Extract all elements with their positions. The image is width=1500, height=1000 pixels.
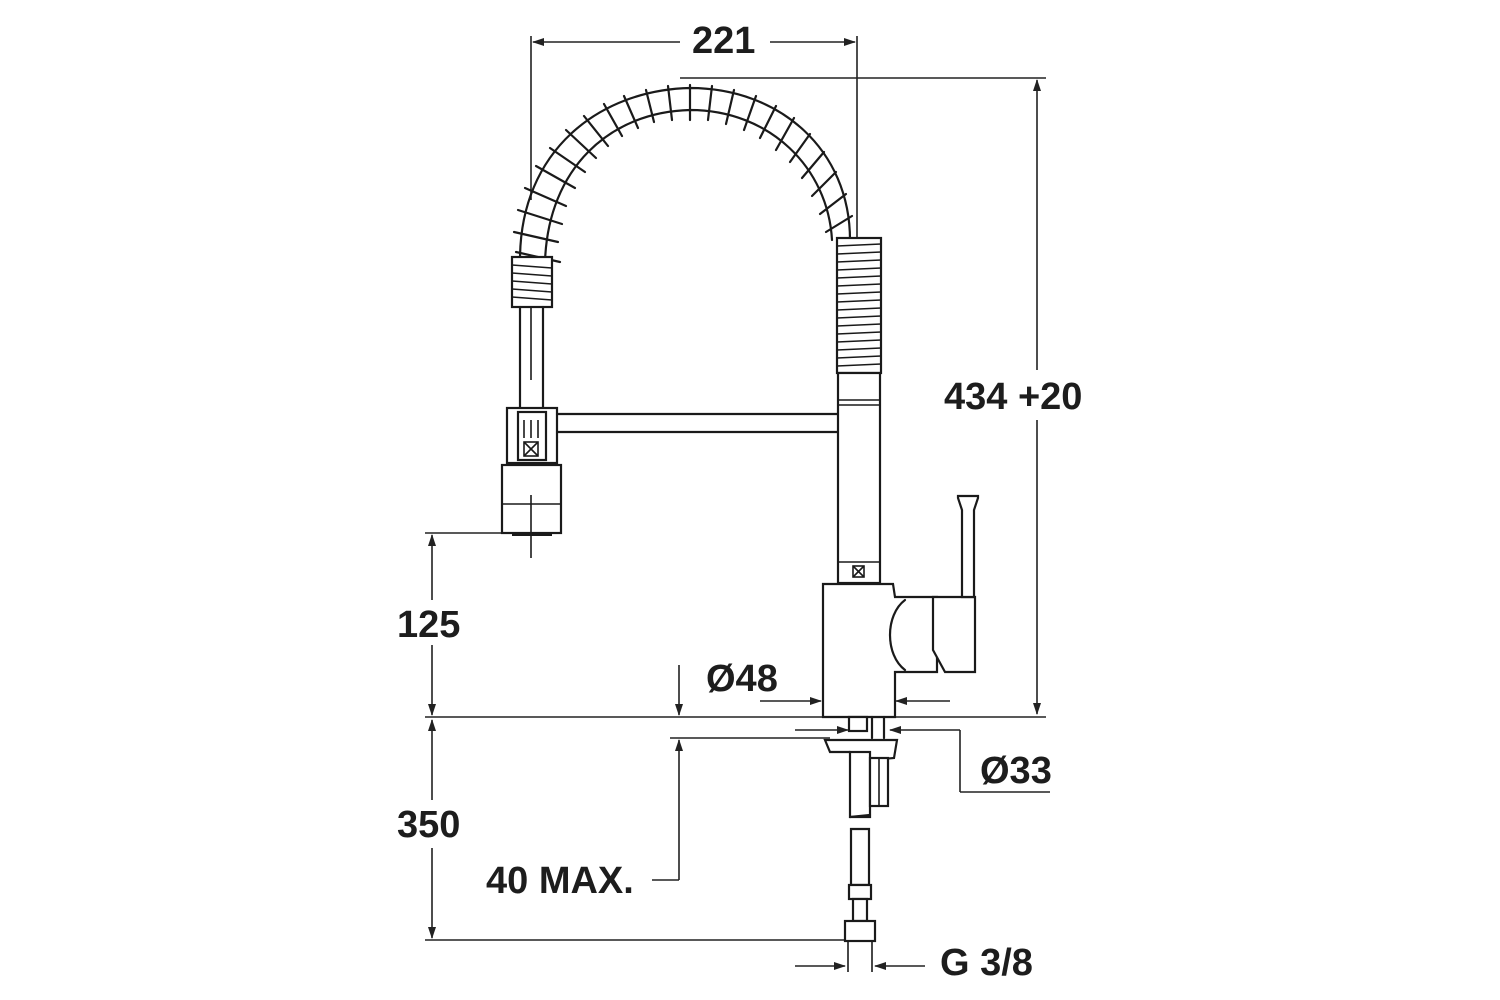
lever-handle [931,494,980,674]
dim-hole-33 [795,726,1050,793]
label-body-diameter: Ø48 [704,658,780,700]
label-total-height: 434 +20 [942,376,1085,418]
right-coil [835,236,883,375]
dim-clearance-125 [425,532,505,716]
spray-hose-tube [518,305,545,412]
spring-hose [512,83,854,264]
label-max-deck-thickness: 40 MAX. [484,860,636,902]
label-hole-diameter: Ø33 [978,750,1054,792]
spray-holder-arm [555,412,840,434]
faucet-column [836,371,882,585]
spray-head [500,406,563,558]
faucet-body [821,582,939,719]
mounting-hardware [823,715,899,819]
label-spout-clearance: 125 [395,604,463,646]
dim-height-434 [680,77,1046,715]
label-spout-reach: 221 [690,20,758,62]
dim-reach-221 [530,36,858,240]
supply-hose [843,813,877,972]
dim-deck-40 [652,665,830,881]
left-coil-collar [510,255,554,309]
label-connection-thread: G 3/8 [938,942,1035,984]
dim-hose-350 [425,719,845,941]
label-hose-length: 350 [395,804,463,846]
